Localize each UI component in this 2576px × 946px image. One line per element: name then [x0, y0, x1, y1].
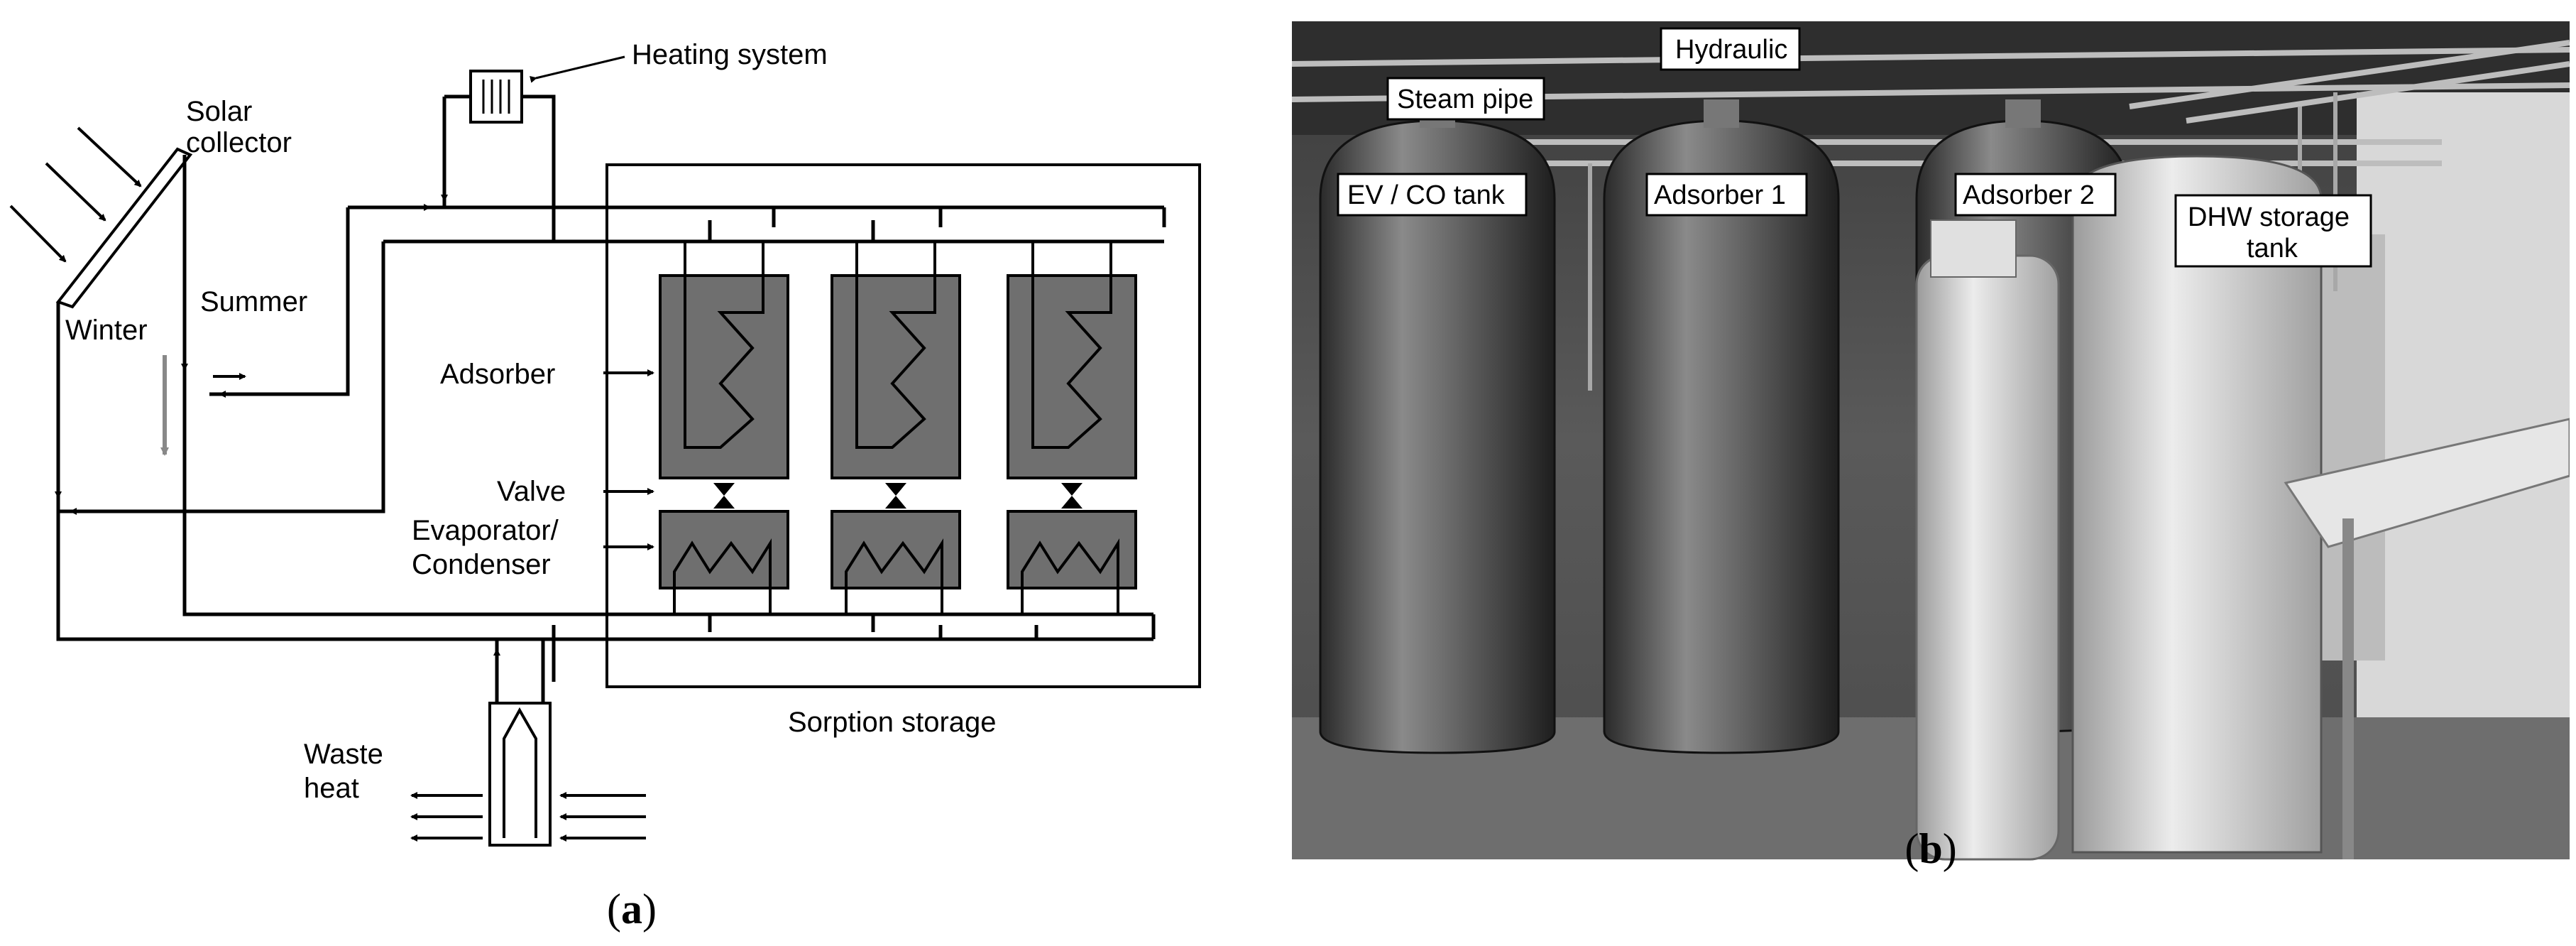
label-adsorber: Adsorber: [440, 359, 555, 390]
label-steam-pipe: Steam pipe: [1386, 77, 1545, 121]
adsorber-units: [659, 241, 1137, 479]
caption-b: (b): [1904, 825, 1956, 872]
caption-a: (a): [607, 886, 657, 933]
workbench: [2284, 418, 2570, 548]
schematic-diagram: Solar collector Heating system Winter Su…: [9, 39, 1201, 933]
label-ev-co-tank: EV / CO tank: [1337, 173, 1528, 217]
svg-text:Steam pipe: Steam pipe: [1397, 85, 1533, 114]
label-adsorber-2: Adsorber 2: [1954, 173, 2117, 217]
label-summer: Summer: [200, 286, 307, 317]
label-valve: Valve: [497, 476, 566, 507]
label-heating-system: Heating system: [632, 39, 828, 70]
label-sorption-storage: Sorption storage: [788, 707, 997, 738]
label-collector: collector: [186, 127, 292, 158]
heating-system-radiator: [469, 55, 625, 124]
label-dhw-storage: DHW storage tank: [2174, 194, 2372, 268]
lab-photo: Hydraulic Steam pipe EV / CO tank Adsorb…: [1292, 21, 2570, 872]
label-adsorber-1: Adsorber 1: [1645, 173, 1808, 217]
label-waste: Waste: [304, 739, 383, 770]
waste-heat-exchanger: [488, 702, 552, 847]
label-evaporator: Evaporator/: [412, 515, 559, 546]
svg-text:Adsorber 2: Adsorber 2: [1963, 180, 2095, 210]
label-heat: heat: [304, 773, 359, 804]
label-hydraulic: Hydraulic: [1660, 27, 1801, 71]
adsorber-block: [1007, 274, 1137, 479]
label-condenser: Condenser: [412, 549, 551, 580]
flow-arrows: [55, 156, 654, 842]
svg-text:EV / CO tank: EV / CO tank: [1347, 180, 1506, 210]
label-winter: Winter: [65, 315, 148, 346]
svg-text:Adsorber 1: Adsorber 1: [1654, 180, 1786, 210]
valves: [713, 483, 1083, 509]
label-solar: Solar: [186, 96, 252, 127]
white-cylinder: [1915, 219, 2060, 861]
svg-text:tank: tank: [2247, 234, 2298, 263]
adsorber-block: [831, 274, 961, 479]
adsorber-1-tank: [1603, 99, 1840, 754]
adsorber-block: [659, 274, 789, 479]
sorption-storage-box: [605, 163, 1201, 688]
svg-text:Hydraulic: Hydraulic: [1675, 35, 1787, 65]
solar-collector-panel: [9, 126, 193, 309]
evaporator-units: [659, 510, 1137, 614]
svg-text:DHW storage: DHW storage: [2188, 202, 2350, 232]
pipe-network: [56, 94, 1166, 845]
